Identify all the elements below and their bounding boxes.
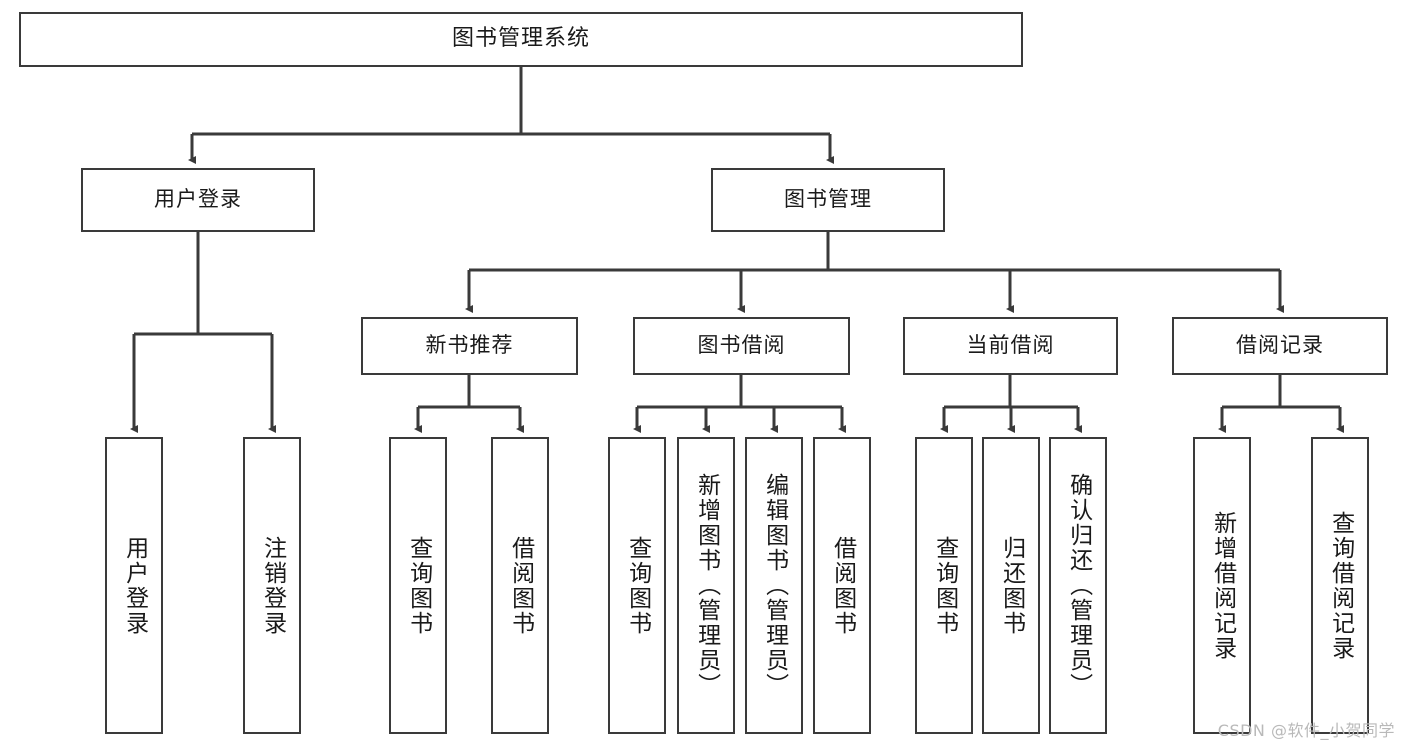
node-label: 确认归还（管理员） bbox=[1065, 473, 1092, 698]
node-user-login[interactable]: 用户登录 bbox=[81, 168, 315, 232]
leaf-book-borrow-edit-book-admin[interactable]: 编辑图书（管理员） bbox=[745, 437, 803, 734]
node-label: 归还图书 bbox=[998, 535, 1025, 636]
node-label: 用户登录 bbox=[121, 535, 148, 636]
node-label: 查询图书 bbox=[624, 535, 651, 636]
leaf-book-borrow-query-book[interactable]: 查询图书 bbox=[608, 437, 666, 734]
node-label: 图书借阅 bbox=[697, 333, 786, 358]
leaf-current-borrow-return-book[interactable]: 归还图书 bbox=[982, 437, 1040, 734]
node-label: 编辑图书（管理员） bbox=[761, 473, 788, 698]
node-label: 新增图书（管理员） bbox=[693, 473, 720, 698]
node-new-book-recommend[interactable]: 新书推荐 bbox=[361, 317, 578, 375]
node-label: 当前借阅 bbox=[966, 333, 1055, 358]
leaf-borrow-record-query-record[interactable]: 查询借阅记录 bbox=[1311, 437, 1369, 734]
node-label: 查询借阅记录 bbox=[1327, 510, 1354, 661]
node-borrow-record[interactable]: 借阅记录 bbox=[1172, 317, 1388, 375]
node-root-system[interactable]: 图书管理系统 bbox=[19, 12, 1023, 67]
node-label: 新增借阅记录 bbox=[1209, 510, 1236, 661]
node-label: 借阅图书 bbox=[507, 535, 534, 636]
node-label: 用户登录 bbox=[154, 187, 242, 212]
node-label: 注销登录 bbox=[259, 535, 286, 636]
leaf-new-book-query-book[interactable]: 查询图书 bbox=[389, 437, 447, 734]
leaf-current-borrow-confirm-return-admin[interactable]: 确认归还（管理员） bbox=[1049, 437, 1107, 734]
leaf-user-login-login[interactable]: 用户登录 bbox=[105, 437, 163, 734]
leaf-book-borrow-borrow-book[interactable]: 借阅图书 bbox=[813, 437, 871, 734]
node-label: 图书管理 bbox=[784, 187, 872, 212]
node-label: 新书推荐 bbox=[425, 333, 514, 358]
node-label: 查询图书 bbox=[405, 535, 432, 636]
leaf-current-borrow-query-book[interactable]: 查询图书 bbox=[915, 437, 973, 734]
leaf-borrow-record-add-record[interactable]: 新增借阅记录 bbox=[1193, 437, 1251, 734]
node-label: 查询图书 bbox=[931, 535, 958, 636]
node-label: 图书管理系统 bbox=[451, 26, 590, 52]
leaf-user-login-logout[interactable]: 注销登录 bbox=[243, 437, 301, 734]
node-book-management[interactable]: 图书管理 bbox=[711, 168, 945, 232]
node-label: 借阅图书 bbox=[829, 535, 856, 636]
node-label: 借阅记录 bbox=[1236, 333, 1324, 358]
leaf-book-borrow-add-book-admin[interactable]: 新增图书（管理员） bbox=[677, 437, 735, 734]
node-current-borrow[interactable]: 当前借阅 bbox=[903, 317, 1118, 375]
node-book-borrow[interactable]: 图书借阅 bbox=[633, 317, 850, 375]
leaf-new-book-borrow-book[interactable]: 借阅图书 bbox=[491, 437, 549, 734]
